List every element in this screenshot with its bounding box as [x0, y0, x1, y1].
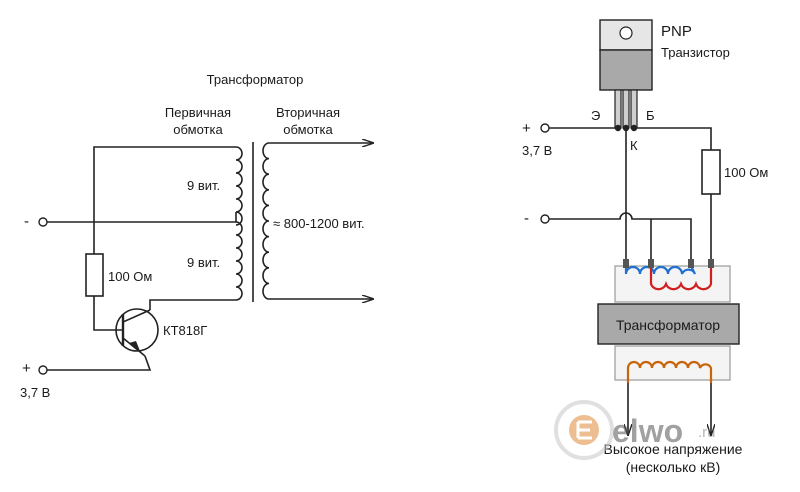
- winding-pin-3: [688, 259, 694, 268]
- emitter-to-plus-wire: [47, 355, 152, 371]
- turns-bottom-label: 9 вит.: [187, 255, 220, 270]
- blue-coil: [624, 265, 697, 275]
- left-plus-terminal: [38, 365, 48, 375]
- transformer-block: [597, 303, 740, 345]
- hv-coil: [626, 360, 713, 383]
- left-voltage-label: 3,7 В: [20, 385, 50, 400]
- secondary-coil: [262, 142, 270, 300]
- primary-bottom-wire: [149, 299, 236, 310]
- hv-output-label-2: (несколько кВ): [626, 459, 721, 475]
- pin-e-label: Э: [591, 108, 600, 123]
- left-plus-sign: +: [22, 360, 31, 377]
- left-resistor: [85, 253, 104, 297]
- primary-winding-label-2: обмотка: [173, 122, 223, 137]
- left-schematic: Трансформатор Первичная обмотка Вторична…: [20, 72, 373, 400]
- winding-pin-2: [648, 259, 654, 268]
- pnp-transistor-label: Транзистор: [661, 45, 730, 60]
- watermark-brand: elwo: [612, 413, 683, 449]
- right-plus-terminal: [540, 123, 550, 133]
- winding-pin-1: [623, 259, 629, 268]
- pin-k-label: К: [630, 138, 638, 153]
- primary-center-tap: [47, 212, 237, 223]
- minus-bus-wire: [549, 212, 692, 263]
- left-minus-terminal: [38, 217, 48, 227]
- primary-top-wire: [93, 146, 236, 254]
- red-coil: [649, 266, 713, 291]
- right-plus-sign: +: [522, 120, 531, 137]
- secondary-winding-label-2: обмотка: [283, 122, 333, 137]
- watermark-logo-ring: [554, 400, 614, 460]
- right-schematic: PNP Транзистор Э К Б + 3,7 В - 100 Ом Т: [522, 19, 768, 475]
- secondary-winding-label-1: Вторичная: [276, 105, 340, 120]
- left-resistor-label: 100 Ом: [108, 269, 152, 284]
- right-voltage-label: 3,7 В: [522, 143, 552, 158]
- winding-pin-4: [708, 259, 714, 268]
- right-minus-sign: -: [524, 210, 529, 227]
- elwo-watermark: elwo .ru: [554, 400, 716, 460]
- left-transistor-label: КТ818Г: [163, 323, 207, 338]
- primary-winding-box: [614, 265, 731, 303]
- watermark-logo-mark: [576, 420, 592, 440]
- primary-coil-lower: [235, 221, 243, 301]
- left-minus-sign: -: [24, 213, 29, 230]
- secondary-turns-label: ≈ 800-1200 вит.: [273, 216, 365, 231]
- pnp-type-label: PNP: [661, 23, 692, 40]
- resistor-to-base-wire: [93, 296, 123, 331]
- primary-coil-upper: [235, 146, 243, 226]
- base-wire: [634, 127, 712, 150]
- right-resistor: [701, 149, 721, 195]
- right-minus-terminal: [540, 214, 550, 224]
- turns-top-label: 9 вит.: [187, 178, 220, 193]
- right-resistor-label: 100 Ом: [724, 165, 768, 180]
- left-transformer-title: Трансформатор: [207, 72, 304, 87]
- hv-output-label-1: Высокое напряжение: [604, 441, 743, 457]
- watermark-tld: .ru: [698, 424, 716, 441]
- pnp-transistor-package: [599, 19, 653, 132]
- left-transistor-symbol: [115, 308, 159, 357]
- primary-winding-label-1: Первичная: [165, 105, 231, 120]
- transformer-block-label: Трансформатор: [616, 317, 720, 333]
- pin-b-label: Б: [646, 108, 655, 123]
